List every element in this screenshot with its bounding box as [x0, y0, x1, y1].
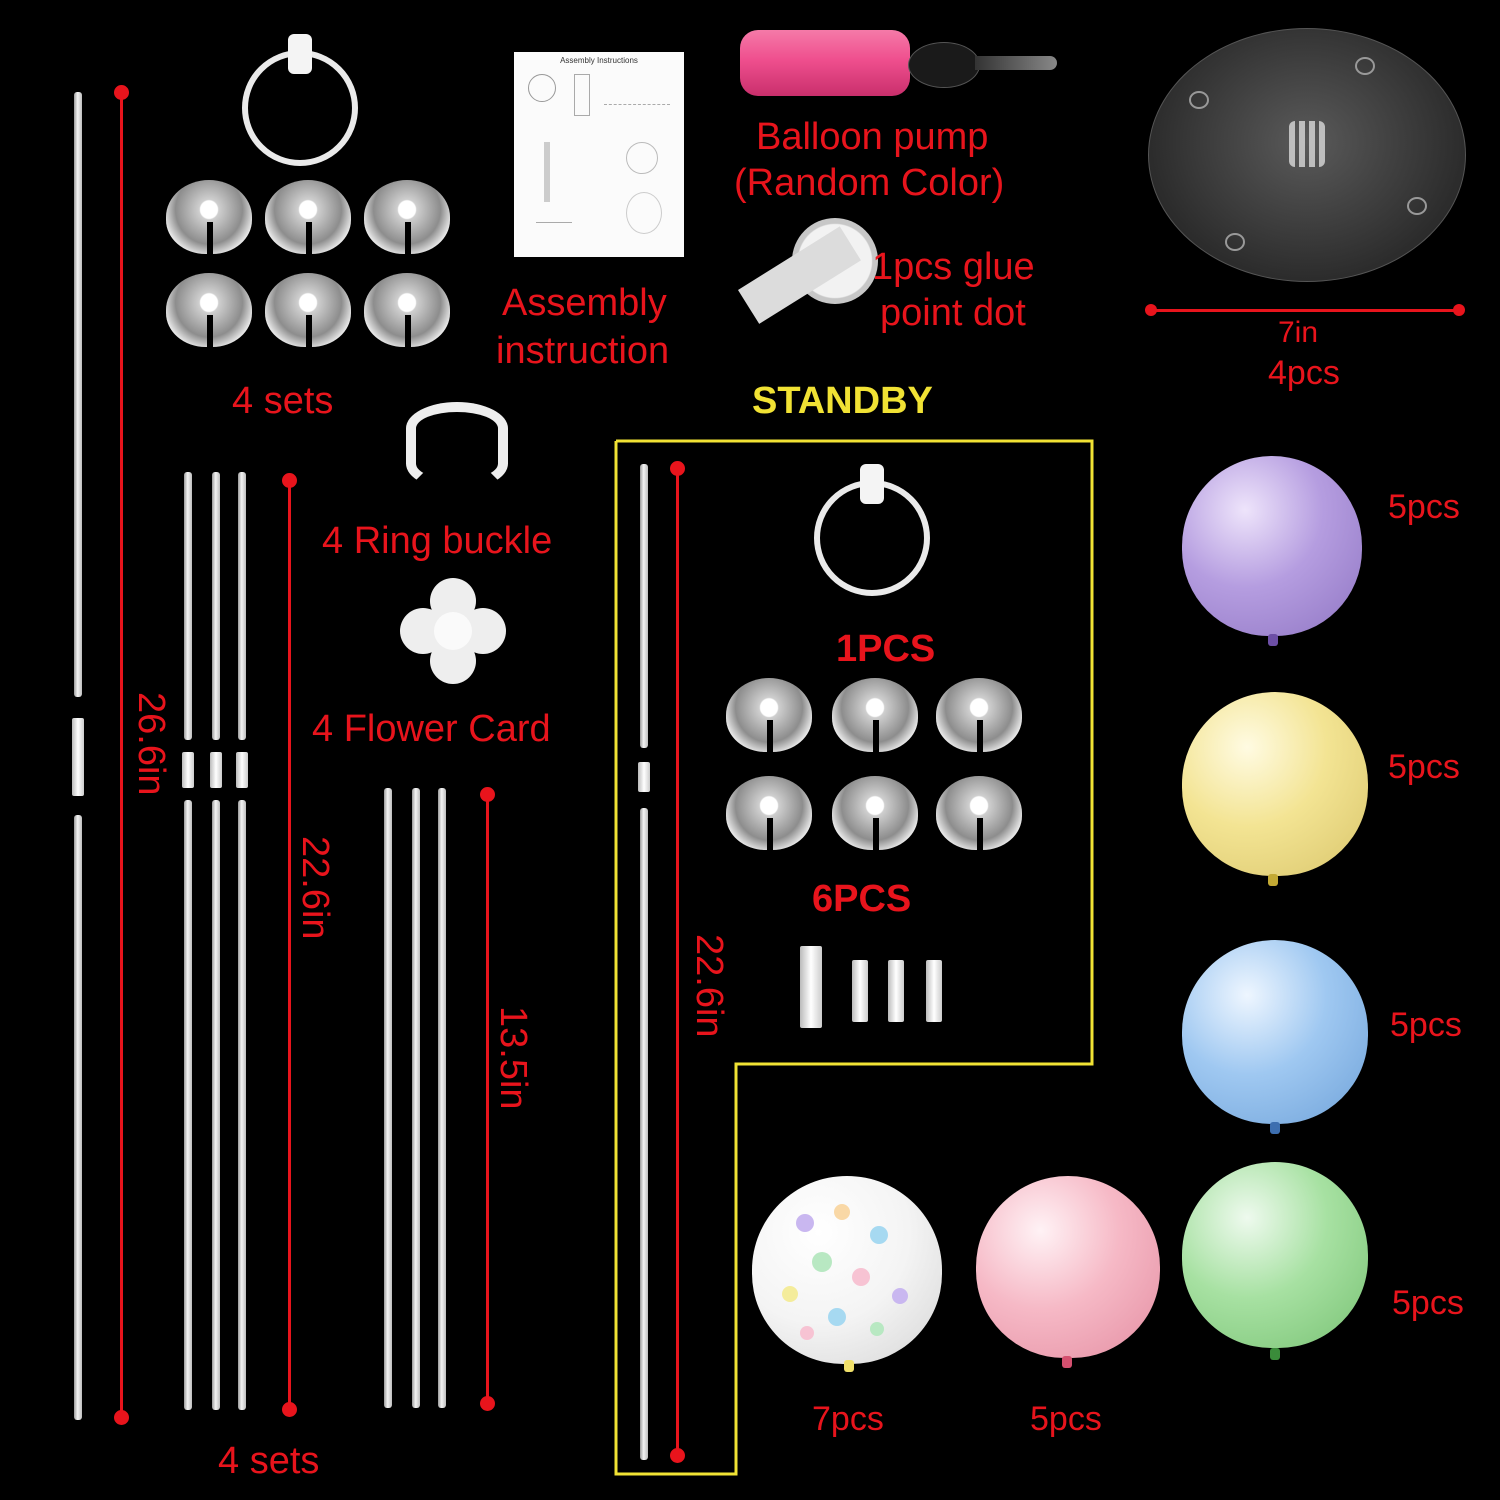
ring-sets-label: 4 sets — [232, 380, 334, 422]
balloon-cup — [364, 273, 450, 347]
balloon-pink — [976, 1176, 1160, 1358]
balloon-yellow-qty: 5pcs — [1388, 748, 1460, 786]
balloon-knot — [844, 1360, 854, 1372]
flower-card — [400, 578, 506, 684]
pump-label-line2: (Random Color) — [734, 162, 1005, 204]
balloon-green-qty: 5pcs — [1392, 1284, 1464, 1322]
flower-card-label: 4 Flower Card — [312, 708, 551, 750]
standby-frame-qty: 1PCS — [836, 628, 936, 670]
pump-nozzle — [908, 42, 980, 88]
balloon-knot — [1270, 1348, 1280, 1360]
balloon-green — [1182, 1162, 1368, 1348]
pole-segment — [74, 92, 82, 697]
base-size-label: 7in — [1278, 316, 1319, 349]
balloon-confetti-qty: 7pcs — [812, 1400, 884, 1438]
ring-buckle-label: 4 Ring buckle — [322, 520, 553, 562]
measure-long — [114, 85, 129, 1425]
standby-cups-qty: 6PCS — [812, 878, 912, 920]
assembly-instruction-sheet: Assembly Instructions — [514, 52, 684, 257]
balloon-purple-qty: 5pcs — [1388, 488, 1460, 526]
instruction-title: Assembly Instructions — [560, 56, 638, 65]
measure-short — [480, 787, 495, 1411]
balloon-knot — [1062, 1356, 1072, 1368]
balloon-cup — [265, 180, 351, 254]
pump-body — [740, 30, 910, 96]
balloon-cup — [364, 180, 450, 254]
balloon-confetti — [752, 1176, 942, 1364]
measure-base — [1145, 304, 1465, 316]
ring-buckle — [406, 402, 508, 490]
assembly-label-line1: Assembly — [502, 282, 667, 324]
assembly-label-line2: instruction — [496, 330, 670, 372]
balloon-yellow — [1182, 692, 1368, 876]
base-qty-label: 4pcs — [1268, 354, 1340, 392]
balloon-knot — [1268, 634, 1278, 646]
balloon-cup — [166, 180, 252, 254]
balloon-knot — [1270, 1122, 1280, 1134]
round-base-plate — [1148, 28, 1466, 282]
balloon-cup — [265, 273, 351, 347]
measure-standby — [670, 461, 685, 1463]
balloon-cup — [166, 273, 252, 347]
length-label-standby: 22.6in — [688, 934, 730, 1038]
pole-segment — [74, 815, 82, 1420]
balloon-blue — [1182, 940, 1368, 1124]
measure-mid — [282, 473, 297, 1417]
pole-connector — [72, 718, 84, 796]
balloon-purple — [1182, 456, 1362, 636]
balloon-knot — [1268, 874, 1278, 886]
balloon-blue-qty: 5pcs — [1390, 1006, 1462, 1044]
glue-label-line2: point dot — [880, 292, 1026, 334]
standby-title: STANDBY — [752, 380, 933, 422]
balloon-pink-qty: 5pcs — [1030, 1400, 1102, 1438]
standby-ring-frame — [814, 464, 930, 596]
balloon-ring-frame — [242, 34, 358, 166]
pump-label-line1: Balloon pump — [756, 116, 989, 158]
pole-sets-label: 4 sets — [218, 1440, 320, 1482]
glue-label-line1: 1pcs glue — [872, 246, 1035, 288]
